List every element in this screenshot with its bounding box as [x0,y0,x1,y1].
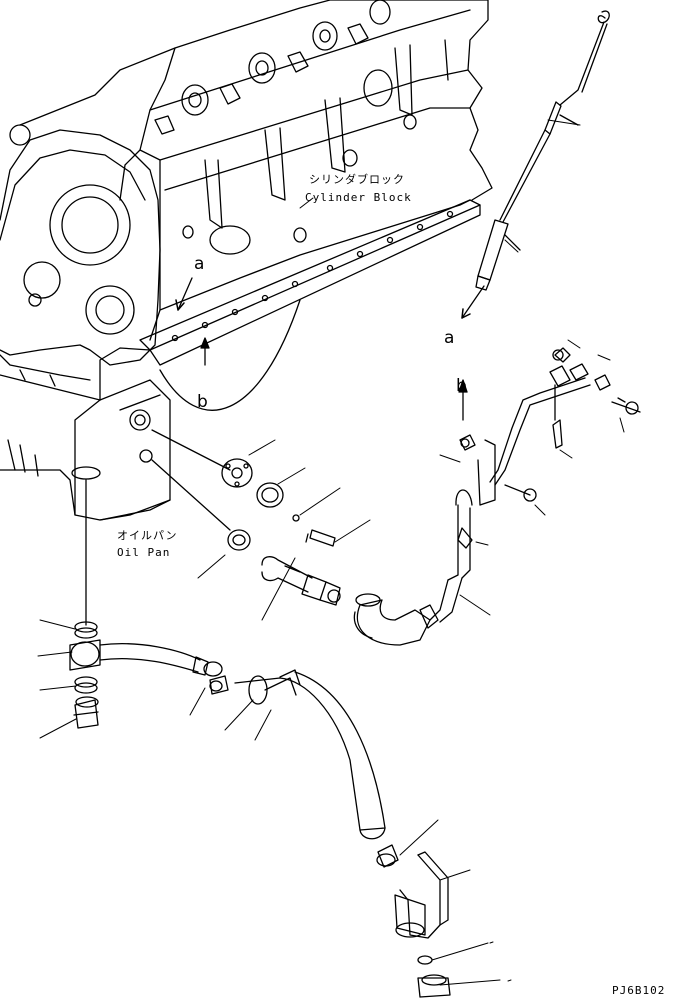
flange-parts [152,430,335,550]
callout-ticks [490,942,511,981]
oil-pan [0,300,300,520]
bottom-fittings [377,845,450,997]
oil-pan-label-en: Oil Pan [117,546,171,559]
ref-label-b-upper: b [197,392,208,412]
drawing-code: PJ6B102 [612,984,666,997]
ref-label-a-upper: a [194,254,205,274]
leader-lines [38,120,624,985]
oil-level-sensor [262,557,340,605]
cylinder-block [20,0,492,365]
breather-pipe-assembly [420,348,640,628]
drain-hose [100,644,228,694]
drain-fittings [70,480,100,728]
cylinder-block-label-en: Cylinder Block [305,191,412,204]
ref-arrows-upper [176,278,209,365]
cylinder-block-label-jp: シリンダブロック [309,173,405,186]
dipstick [462,11,609,318]
ref-label-a-right: a [444,328,455,348]
bent-pipe [235,670,385,839]
oil-pan-label-jp: オイルパン [117,529,178,542]
front-cover [0,125,160,400]
ref-label-b-right: b [456,376,467,396]
elbow-hose [354,594,430,645]
